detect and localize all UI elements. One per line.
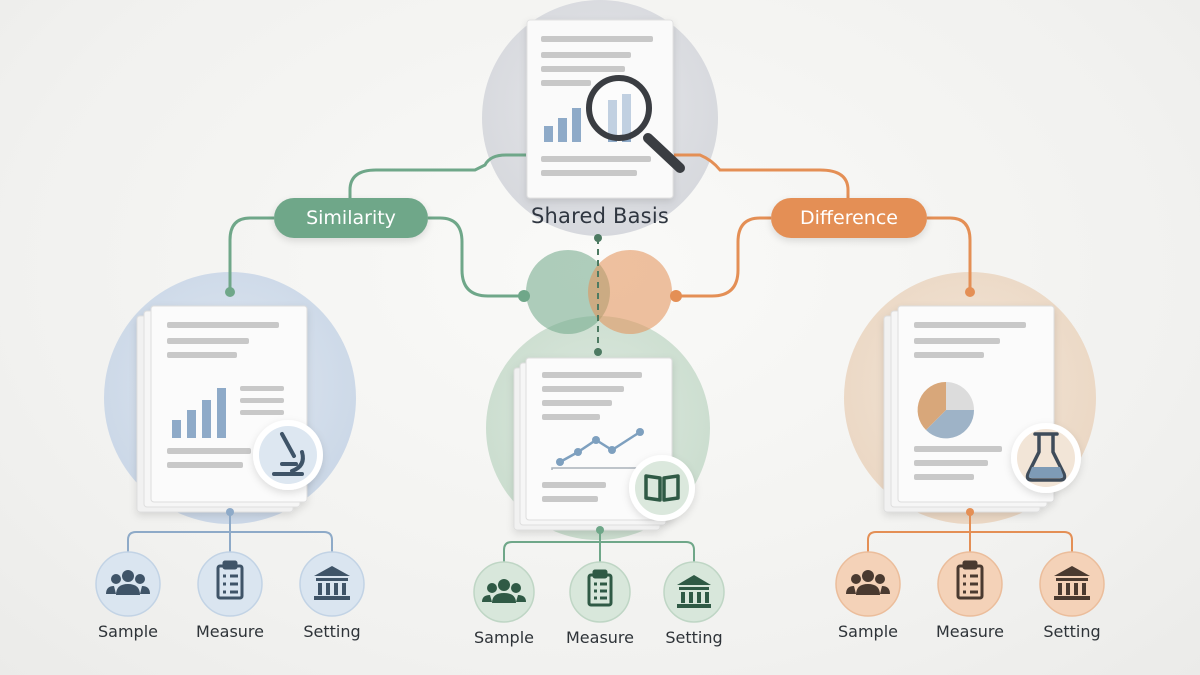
- shared-basis-title: Shared Basis: [531, 204, 669, 228]
- similarity-label: Similarity: [274, 198, 428, 238]
- right-node-measure: [937, 551, 1003, 617]
- center-sample-label: Sample: [474, 628, 534, 647]
- left-tree-lines: [127, 512, 333, 552]
- people-icon: [482, 579, 526, 603]
- flask-icon: [1025, 432, 1067, 482]
- left-tree-dot: [226, 508, 234, 516]
- clipboard-icon: [956, 560, 984, 600]
- institution-icon: [1054, 566, 1090, 600]
- center-line-chart: [551, 428, 648, 470]
- left-document-lines: [167, 322, 284, 468]
- right-tree-dot: [966, 508, 974, 516]
- orange-connectors: [674, 153, 972, 298]
- people-icon: [106, 570, 150, 595]
- top-document: [526, 19, 674, 199]
- right-pie-chart: [917, 381, 975, 439]
- left-connector-dot: [225, 287, 235, 297]
- green-connectors: [228, 153, 526, 298]
- left-node-setting: [299, 551, 365, 617]
- center-document-lines: [542, 372, 642, 502]
- clipboard-icon: [587, 569, 613, 607]
- right-connector-dot: [965, 287, 975, 297]
- microscope-icon: [272, 432, 305, 476]
- top-bar-chart: [544, 94, 631, 142]
- top-document-lines: [541, 36, 653, 176]
- magnifier-icon: [586, 75, 685, 173]
- right-setting-label: Setting: [1043, 622, 1101, 641]
- open-book-icon: [644, 474, 680, 502]
- center-setting-label: Setting: [665, 628, 723, 647]
- center-tree-lines: [503, 530, 695, 562]
- center-tree-dot: [596, 526, 604, 534]
- difference-label: Difference: [771, 198, 927, 238]
- right-tree-lines: [867, 512, 1073, 552]
- institution-icon: [314, 566, 350, 600]
- left-measure-label: Measure: [196, 622, 264, 641]
- left-node-sample: [95, 551, 161, 617]
- center-node-setting: [663, 561, 725, 623]
- center-node-sample: [473, 561, 535, 623]
- people-icon: [846, 570, 890, 595]
- right-node-sample: [835, 551, 901, 617]
- left-setting-label: Setting: [303, 622, 361, 641]
- institution-icon: [677, 575, 711, 608]
- venn-diagram: [526, 234, 672, 356]
- right-document-lines: [914, 322, 1026, 480]
- center-right-connector-dot: [670, 290, 682, 302]
- center-badge: [629, 455, 695, 521]
- center-node-measure: [569, 561, 631, 623]
- center-measure-label: Measure: [566, 628, 634, 647]
- left-node-measure: [197, 551, 263, 617]
- right-sample-label: Sample: [838, 622, 898, 641]
- left-sample-label: Sample: [98, 622, 158, 641]
- clipboard-icon: [216, 560, 244, 600]
- right-node-setting: [1039, 551, 1105, 617]
- right-measure-label: Measure: [936, 622, 1004, 641]
- left-bar-chart: [172, 388, 226, 438]
- left-badge: [253, 420, 323, 490]
